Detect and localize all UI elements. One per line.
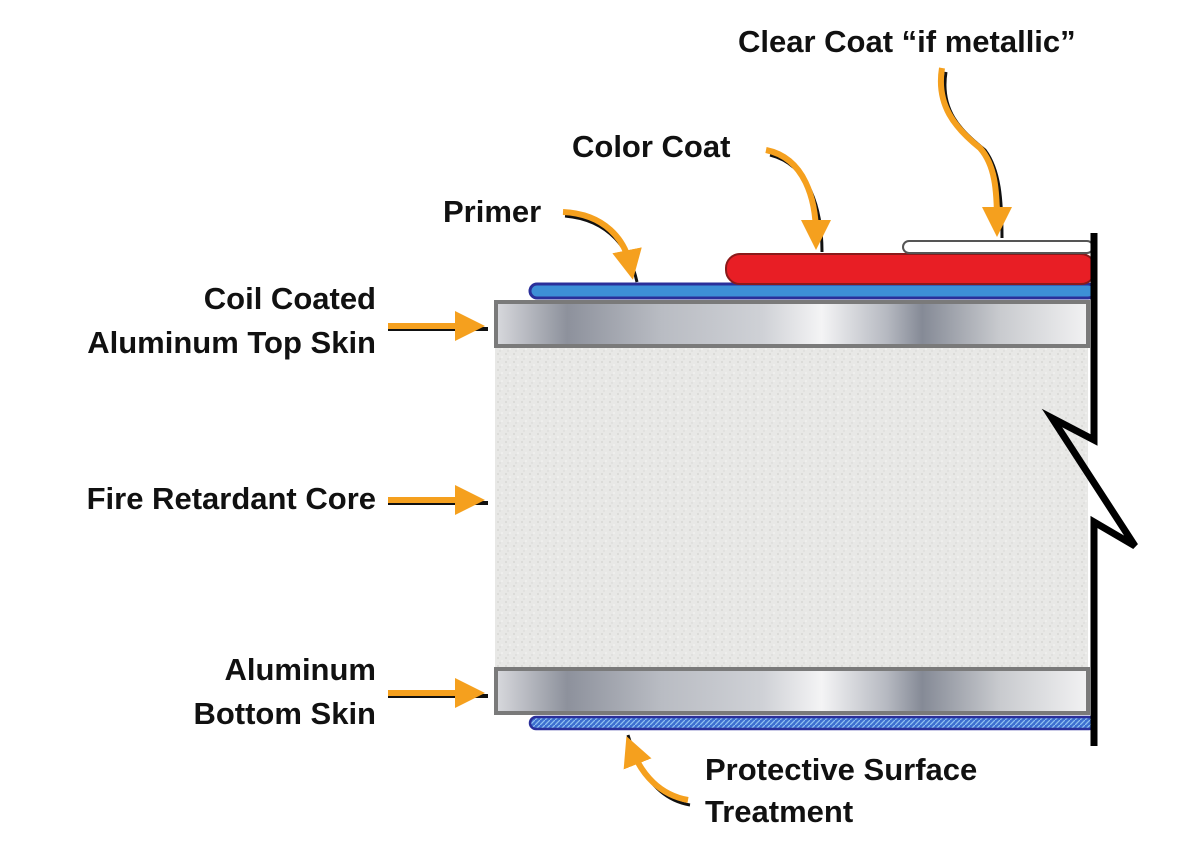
arrow-top-skin (388, 311, 488, 341)
color-coat-layer (725, 253, 1096, 285)
arrow-core (388, 485, 488, 515)
arrow-clear-coat (937, 67, 1012, 239)
label-bottom-skin-line1: Aluminum (224, 652, 376, 687)
label-protective-line1: Protective Surface (705, 752, 977, 787)
label-bottom-skin-line2: Bottom Skin (193, 696, 376, 731)
break-line (1041, 233, 1138, 746)
label-core: Fire Retardant Core (87, 481, 376, 516)
arrow-protective (623, 734, 691, 807)
label-color-coat: Color Coat (572, 129, 730, 164)
label-clear-coat: Clear Coat “if metallic” (738, 24, 1076, 59)
arrow-primer (562, 209, 642, 283)
clear-coat-layer (902, 240, 1094, 254)
aluminum-top-skin (494, 300, 1090, 348)
primer-layer (528, 282, 1097, 300)
arrow-bottom-skin (388, 678, 488, 708)
fire-retardant-core (495, 345, 1088, 670)
label-top-skin-line1: Coil Coated (204, 281, 376, 316)
arrow-color-coat (765, 147, 831, 253)
label-top-skin-line2: Aluminum Top Skin (87, 325, 376, 360)
aluminum-bottom-skin (494, 667, 1090, 715)
label-primer: Primer (443, 194, 541, 229)
protective-surface-layer (528, 715, 1097, 731)
label-protective-line2: Treatment (705, 794, 853, 829)
